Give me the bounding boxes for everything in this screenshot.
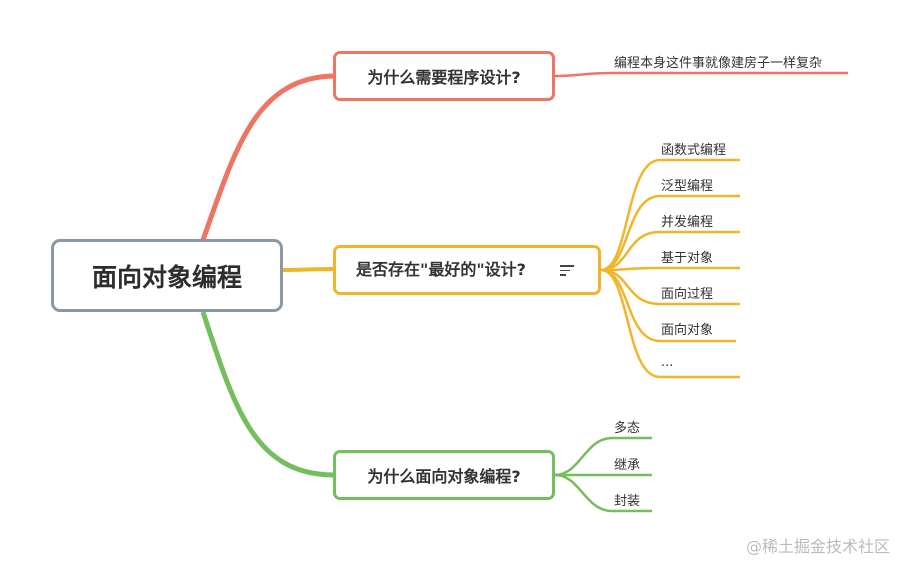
branch-label: 为什么需要程序设计?: [367, 68, 521, 87]
leaf-node[interactable]: 编程本身这件事就像建房子一样复杂: [614, 56, 823, 71]
root-topic[interactable]: 面向对象编程: [51, 239, 283, 312]
branch-label: 是否存在"最好的"设计?: [356, 260, 526, 279]
connector-root-branch3: [200, 311, 334, 478]
leaf-node[interactable]: 泛型编程: [661, 179, 714, 194]
branch-label: 为什么面向对象编程?: [367, 467, 521, 486]
connector-root-branch1: [200, 73, 334, 241]
leaf-node[interactable]: ...: [661, 355, 674, 370]
connector-branch3-leaves: [554, 436, 652, 513]
connector-root-branch2: [282, 267, 334, 272]
branch-why-program-design[interactable]: 为什么需要程序设计?: [333, 51, 555, 101]
root-topic-label: 面向对象编程: [91, 262, 242, 292]
note-icon[interactable]: [560, 265, 574, 277]
leaf-node[interactable]: 函数式编程: [661, 143, 727, 158]
leaf-node[interactable]: 基于对象: [661, 251, 714, 266]
connector-branch1-leaf: [554, 71, 848, 78]
leaf-node[interactable]: 面向过程: [661, 287, 714, 302]
leaf-node[interactable]: 并发编程: [661, 215, 714, 230]
branch-why-oop[interactable]: 为什么面向对象编程?: [333, 450, 555, 500]
watermark: @稀土掘金技术社区: [745, 537, 890, 556]
leaf-node[interactable]: 继承: [614, 458, 641, 473]
leaf-node[interactable]: 封装: [614, 494, 641, 509]
connector-branch2-leaves: [600, 158, 740, 379]
leaf-node[interactable]: 多态: [614, 421, 641, 436]
leaf-node[interactable]: 面向对象: [661, 323, 714, 338]
branch-best-design[interactable]: 是否存在"最好的"设计?: [333, 245, 601, 295]
